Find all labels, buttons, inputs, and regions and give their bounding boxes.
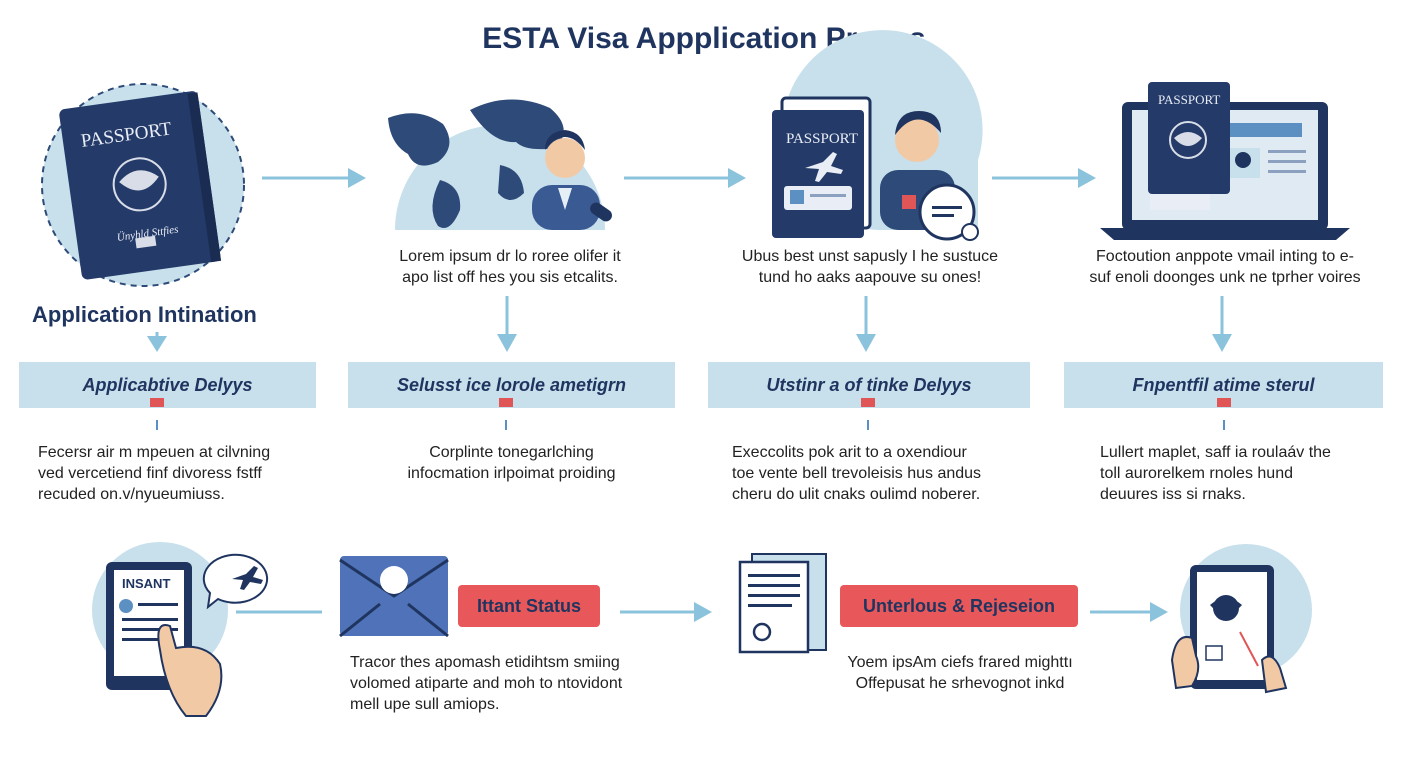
passport-cover-label-2: PASSPORT [786, 131, 858, 147]
rejection-pill: Unterlous & Rejeseion [840, 585, 1078, 627]
step-marker [861, 398, 875, 407]
step-4-text: Lullert maplet, saff ia roulaáv the toll… [1100, 444, 1331, 503]
passport-country-label: Ünyhld Sttfies [116, 223, 179, 244]
connector-tick [867, 420, 869, 430]
page-title: ESTA Visa Appplication Proess [482, 22, 926, 55]
rejection-text: Yoem ipsAm ciefs frared mighttı Offepusa… [847, 654, 1073, 692]
insant-label: INSANT [122, 576, 170, 591]
step-1-text: Fecersr air m mpeuen at cilvning ved ver… [38, 444, 271, 503]
step-marker [499, 398, 513, 407]
step-marker [1217, 398, 1231, 407]
step-4-description: Foctoution anppote vmail inting to e- su… [1089, 248, 1361, 286]
passport-cover-label-3: PASSPORT [1158, 92, 1220, 107]
step-2-description: Lorem ipsum dr lo roree olifer it apo li… [399, 248, 621, 286]
section-heading: Application Intination [32, 302, 257, 327]
status-text: Tracor thes apomash etidihtsm smiing vol… [350, 654, 623, 713]
connector-tick [1223, 420, 1225, 430]
step-3-text: Execcolits pok arit to a oxendiour toe v… [732, 444, 982, 503]
step-box-1: Applicabtive Delyys [19, 362, 316, 408]
step-marker [150, 398, 164, 407]
passport-cover-label: PASSPORT [80, 118, 174, 152]
connector-tick [156, 420, 158, 430]
step-2-text: Corplinte tonegarlching infocmation irlp… [407, 444, 616, 482]
status-pill: Ittant Status [458, 585, 600, 627]
step-3-description: Ubus best unst sapusly I he sustuce tund… [741, 248, 999, 286]
step-box-3: Utstinr a of tinke Delyys [708, 362, 1030, 408]
connector-tick [505, 420, 507, 430]
